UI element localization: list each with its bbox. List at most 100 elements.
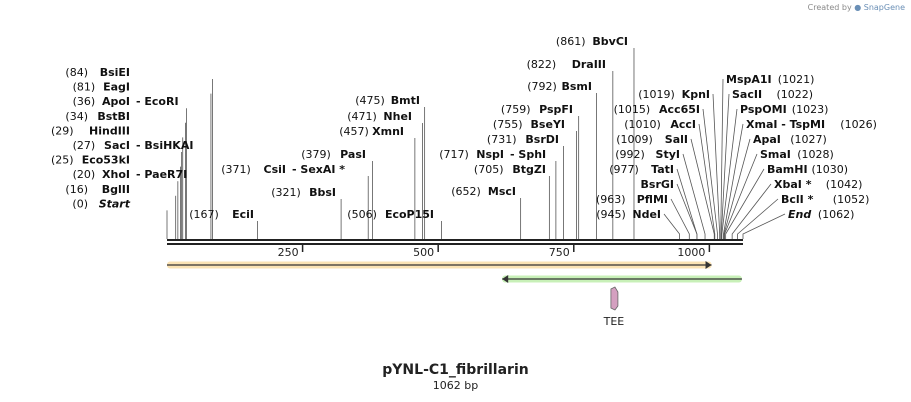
enzyme-position: (1022)	[777, 88, 814, 101]
feature-arrowhead	[502, 275, 509, 283]
enzyme-label: SacII (1022)	[732, 88, 813, 101]
enzyme-extra: - PaeR7I	[136, 168, 187, 181]
enzyme-label: StyI(992)	[615, 148, 680, 161]
enzyme-label: BbvCI (861)	[556, 35, 628, 48]
enzyme-label: HindIII (29)	[51, 124, 130, 137]
enzyme-label: BsiEI(84)	[65, 66, 130, 79]
enzyme-label: KpnI (1019)	[638, 88, 710, 101]
site-line	[723, 123, 744, 239]
enzyme-name: BglII	[102, 183, 130, 196]
enzyme-position: (84)	[65, 66, 88, 79]
site-line	[698, 123, 716, 239]
enzyme-label: End(1062)	[788, 208, 854, 221]
enzyme-position: (371)	[221, 163, 251, 176]
scale-tick-label: 500	[413, 246, 434, 259]
enzyme-position: (1026)	[840, 118, 877, 131]
enzyme-label: NspI- SphI(717)	[439, 148, 546, 161]
enzyme-name: EagI	[103, 81, 130, 94]
enzyme-name: BbsI	[309, 186, 336, 199]
enzyme-name: BsrGI	[641, 178, 674, 191]
enzyme-label: CsiI- SexAI *(371)	[221, 163, 345, 176]
enzyme-name: BbvCI	[592, 35, 628, 48]
enzyme-label: BsrGI	[641, 178, 674, 191]
enzyme-extra: - TspMI	[781, 118, 825, 131]
enzyme-position: (1052)	[833, 193, 870, 206]
enzyme-name: NheI	[383, 110, 412, 123]
site-line	[724, 153, 758, 239]
enzyme-name: BtgZI	[512, 163, 546, 176]
enzyme-label: EagI(81)	[73, 81, 130, 94]
enzyme-label: BsrDI (731)	[487, 133, 559, 146]
enzyme-name: EciI	[232, 208, 254, 221]
enzyme-name: TatI	[651, 163, 674, 176]
site-line	[742, 213, 786, 239]
feature-arrowhead	[705, 261, 712, 269]
enzyme-position: (16)	[65, 183, 88, 196]
enzyme-name: BamHI	[767, 163, 808, 176]
site-line	[721, 108, 738, 239]
enzyme-label: AccI(1010)	[624, 118, 696, 131]
enzyme-name: DraIII	[572, 58, 606, 71]
enzyme-position: (861)	[556, 35, 586, 48]
enzyme-name: BstBI	[97, 110, 130, 123]
scale-tick-label: 250	[278, 246, 299, 259]
enzyme-label: PflMI(963)	[596, 193, 668, 206]
scale-tick-label: 1000	[677, 246, 705, 259]
enzyme-position: (1027)	[790, 133, 827, 146]
enzyme-label: BglII (16)	[65, 183, 130, 196]
enzyme-name: CsiI	[264, 163, 286, 176]
enzyme-label: SacI- BsiHKAI(27)	[73, 139, 194, 152]
site-line	[663, 213, 680, 239]
enzyme-label: BmtI(475)	[355, 94, 420, 107]
enzyme-label: NdeI (945)	[596, 208, 661, 221]
enzyme-position: (475)	[355, 94, 385, 107]
enzyme-position: (1019)	[638, 88, 675, 101]
enzyme-position: (506)	[347, 208, 377, 221]
enzyme-position: (1030)	[812, 163, 849, 176]
enzyme-position: (759)	[501, 103, 531, 116]
feature-layer: TEE	[167, 261, 742, 328]
enzyme-position: (652)	[451, 185, 481, 198]
site-line	[702, 108, 718, 239]
enzyme-label: EciI(167)	[189, 208, 254, 221]
enzyme-position: (1023)	[792, 103, 829, 116]
enzyme-position: (731)	[487, 133, 517, 146]
enzyme-label: BclI *(1052)	[781, 193, 869, 206]
enzyme-name: SacII	[732, 88, 762, 101]
enzyme-label: SalI(1009)	[616, 133, 688, 146]
enzyme-position: (1042)	[826, 178, 863, 191]
enzyme-name: NdeI	[632, 208, 661, 221]
tee-feature-glyph	[610, 286, 619, 311]
enzyme-position: (963)	[596, 193, 626, 206]
map-title: pYNL-C1_fibrillarin	[382, 362, 529, 378]
enzyme-name: ApaI	[753, 133, 781, 146]
enzyme-position: (471)	[347, 110, 377, 123]
enzyme-name: SmaI	[760, 148, 791, 161]
enzyme-label: EcoP15I (506)	[347, 208, 434, 221]
enzyme-name: XhoI	[102, 168, 130, 181]
enzyme-label: BamHI (1030)	[767, 163, 848, 176]
site-line	[737, 198, 779, 239]
enzyme-position: (29)	[51, 124, 74, 137]
site-lines	[166, 48, 786, 239]
enzyme-name: NspI	[476, 148, 504, 161]
enzyme-label: MspA1I(1021)	[726, 73, 814, 86]
enzyme-position: (0)	[72, 197, 88, 210]
watermark-prefix: Created by	[807, 3, 852, 12]
enzyme-name: Acc65I	[659, 103, 700, 116]
enzyme-position: (945)	[596, 208, 626, 221]
enzyme-position: (717)	[439, 148, 469, 161]
snapgene-logo-icon: ●	[854, 3, 862, 12]
enzyme-name: EcoP15I	[385, 208, 434, 221]
enzyme-name: ApoI	[102, 95, 130, 108]
enzyme-name: HindIII	[89, 124, 130, 137]
enzyme-name: KpnI	[682, 88, 710, 101]
enzyme-position: (992)	[615, 148, 645, 161]
enzyme-name: PspOMI	[740, 103, 787, 116]
enzyme-name: BsrDI	[525, 133, 559, 146]
enzyme-name: Eco53kI	[82, 154, 130, 167]
enzyme-label: PasI(379)	[301, 148, 366, 161]
enzyme-extra: - EcoRI	[136, 95, 179, 108]
